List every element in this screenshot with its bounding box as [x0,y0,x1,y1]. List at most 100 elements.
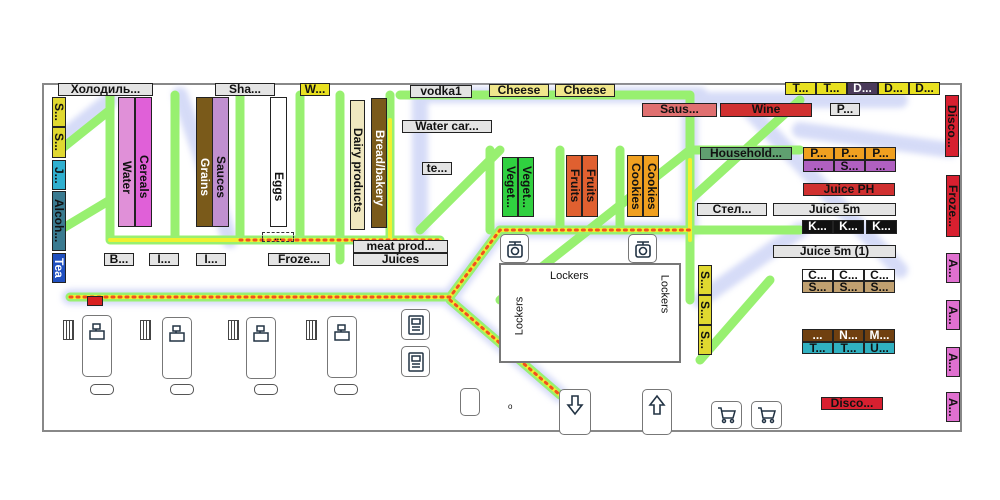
shelf-sauces[interactable]: Sauces [212,97,229,227]
shelf-juice-ph[interactable]: Juice PH [803,183,895,196]
shelf-u[interactable]: U... [864,342,895,354]
cart-icon[interactable] [711,401,742,429]
shelf-vegetables[interactable]: Veget... [502,157,518,217]
shelf-alcohol[interactable]: Alcoh... [52,191,66,251]
shelf-brown[interactable]: ... [802,329,833,342]
shelf-k[interactable]: K... [802,220,833,234]
shelf-cereals[interactable]: Cereals [135,97,152,227]
shelf-a[interactable]: A... [946,253,960,283]
lockers-label: Lockers [513,296,526,336]
cart-icon[interactable] [751,401,782,429]
scale-icon[interactable] [500,234,529,263]
shelf-stel[interactable]: Стел... [697,203,767,216]
shelf-discount[interactable]: Disco... [945,95,959,157]
shelf-sausage[interactable]: Saus... [642,103,717,117]
shelf-grains[interactable]: Grains [196,97,213,227]
scale-icon[interactable] [628,234,657,263]
cash-register-icon[interactable] [162,317,192,379]
checkout-belt [140,320,151,340]
checkout-marker [334,384,358,395]
cash-register-icon[interactable] [327,316,357,378]
shelf-s[interactable]: S... [802,281,833,293]
shelf-s[interactable]: S... [698,295,712,325]
shelf-fridge[interactable]: Холодиль... [58,83,153,96]
shelf-k[interactable]: K... [833,220,864,234]
checkout-belt [306,320,317,340]
shelf-s[interactable]: S... [52,97,66,127]
shelf-purple[interactable]: ... [865,160,896,172]
lockers-label: Lockers [658,274,671,314]
shelf-d[interactable]: D... [847,82,878,95]
shelf-p[interactable]: P... [865,147,896,160]
atm-icon[interactable] [401,309,430,340]
shelf-s[interactable]: S... [698,325,712,355]
shelf-discount[interactable]: Disco... [821,397,883,410]
shelf-purple[interactable]: ... [803,160,834,172]
atm-icon[interactable] [401,346,430,377]
shelf-sha[interactable]: Sha... [215,83,275,96]
shelf-water-carton[interactable]: Water car... [402,120,492,133]
shelf-household[interactable]: Household... [700,147,792,160]
shelf-fruits[interactable]: Fruits [566,155,582,217]
shelf-k[interactable]: K... [866,220,897,234]
shelf-s[interactable]: S... [864,281,895,293]
shelf-cheese[interactable]: Cheese [555,84,615,97]
shelf-te[interactable]: te... [422,162,452,175]
shelf-tea[interactable]: Tea [52,253,66,283]
shelf-cheese[interactable]: Cheese [489,84,549,97]
shelf-juice-5m-1[interactable]: Juice 5m (1) [773,245,896,258]
entrance-arrow-up-icon[interactable] [642,389,672,435]
checkout-marker [254,384,278,395]
shelf-juice-5m[interactable]: Juice 5m [773,203,896,216]
shelf-c[interactable]: C... [833,269,864,281]
shelf-n[interactable]: N... [833,329,864,342]
shelf-s[interactable]: S... [834,160,865,172]
shelf-vegetables[interactable]: Veget... [518,157,534,217]
shelf-dairy[interactable]: Dairy products [350,100,365,230]
shelf-fruits[interactable]: Fruits [582,155,598,217]
lockers-area [499,263,681,363]
shelf-bakery[interactable]: Bread/bakery [371,98,387,228]
shelf-wine[interactable]: Wine [720,103,812,117]
shelf-p[interactable]: P... [803,147,834,160]
shelf-i[interactable]: I... [196,253,226,266]
shelf-vodka[interactable]: vodka1 [410,85,472,98]
shelf-water[interactable]: Water [118,97,135,227]
shelf-a[interactable]: A... [946,347,960,377]
shelf-w[interactable]: W... [300,83,330,96]
shelf-t[interactable]: T... [816,82,847,95]
shelf-b[interactable]: B... [104,253,134,266]
cash-register-icon[interactable] [246,317,276,379]
shelf-p[interactable]: P... [830,103,860,116]
shelf-meat[interactable]: meat prod... [353,240,448,253]
shelf-s[interactable]: S... [52,127,66,158]
shelf-frozen[interactable]: Froze... [946,175,960,237]
point-marker: o [508,402,513,411]
shelf-i[interactable]: I... [149,253,179,266]
shelf-juices[interactable]: Juices [353,253,448,266]
checkout-belt [63,320,74,340]
shelf-m[interactable]: M... [864,329,895,342]
cash-register-icon[interactable] [82,315,112,377]
shelf-d[interactable]: D... [878,82,909,95]
shelf-c[interactable]: C... [864,269,895,281]
shelf-unnamed[interactable]: ... [262,232,294,242]
shelf-t[interactable]: T... [833,342,864,354]
shelf-cookies[interactable]: Cookies [643,155,659,217]
shelf-p[interactable]: P... [834,147,865,160]
shelf-frozen[interactable]: Froze... [268,253,330,266]
shelf-cookies[interactable]: Cookies [627,155,643,217]
checkout-belt [228,320,239,340]
shelf-eggs[interactable]: Eggs [270,97,287,227]
lockers-label: Lockers [550,270,589,282]
shelf-t[interactable]: T... [785,82,816,95]
shelf-a[interactable]: A... [946,392,960,422]
exit-arrow-down-icon[interactable] [559,389,591,435]
shelf-s[interactable]: S... [833,281,864,293]
shelf-d[interactable]: D... [909,82,940,95]
shelf-a[interactable]: A... [946,300,960,330]
shelf-c[interactable]: C... [802,269,833,281]
shelf-t[interactable]: T... [802,342,833,354]
shelf-j[interactable]: J... [52,160,66,190]
shelf-s[interactable]: S... [698,265,712,295]
